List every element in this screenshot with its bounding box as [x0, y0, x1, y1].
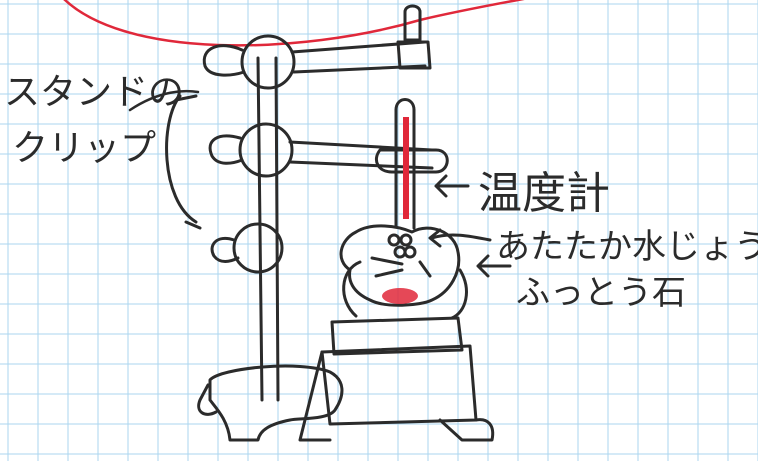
vapor-label: あたたか水じょう気	[496, 227, 758, 267]
arrow-stone	[476, 254, 512, 278]
arrow-vapor	[428, 228, 492, 248]
clip-lower	[232, 222, 284, 274]
clip-middle	[238, 122, 294, 178]
clip-bracket	[165, 94, 202, 230]
red-arc	[63, 0, 525, 47]
boiling-stone-red	[382, 288, 418, 304]
stand-apparatus	[197, 4, 495, 442]
stand-clip-label-line2: クリップ	[12, 128, 156, 169]
clip-top	[240, 34, 296, 90]
thermometer-label: 温度計	[478, 168, 610, 219]
thermometer-red-liquid	[403, 117, 409, 219]
arrow-thermometer	[434, 174, 470, 198]
stand-clip-label-line1: スタンドの	[4, 72, 184, 113]
boiling-stone-label: ふっとう石	[516, 273, 686, 313]
clip-label-leader	[128, 89, 200, 112]
